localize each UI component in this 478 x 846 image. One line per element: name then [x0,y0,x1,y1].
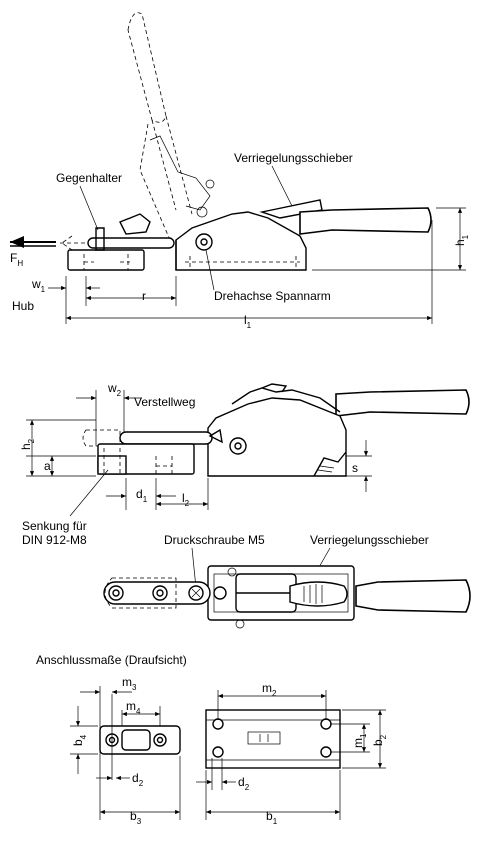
dim-m4: m4 [126,699,141,716]
dim-r: r [142,289,146,303]
lever-grip-raised [127,12,167,123]
label-hub: Hub [12,299,34,313]
label-senkung-1: Senkung für [22,519,87,533]
force-label: FH [10,251,23,268]
view2-side-closed: Verstellweg w2 h2 a d1 l2 s Senkung für … [19,381,470,547]
view4-mounting: Anschlussmaße (Draufsicht) m3 m4 b4 d2 b… [36,653,388,826]
view1-side-open: FH Gegenhalter Verriegelungsschieber Dre… [9,12,470,330]
dim-d1: d1 [136,487,148,504]
dim-b3: b3 [130,809,142,826]
dim-l2: l2 [182,491,190,508]
mounting-title: Anschlussmaße (Draufsicht) [36,653,187,667]
dim-h1: h1 [453,234,470,246]
dim-m3: m3 [122,675,137,692]
handle-grip-2 [335,389,470,417]
dim-d2-a: d2 [132,771,144,788]
label-verriegelungsschieber-2: Verriegelungsschieber [310,533,429,547]
label-drehachse: Drehachse Spannarm [214,289,331,303]
dim-b2: b2 [371,734,388,746]
counter-holder [67,249,145,271]
clamp-body-2 [207,397,347,477]
dim-h2: h2 [19,438,36,450]
dim-b4: b4 [71,734,88,746]
dim-w1: w1 [31,277,46,294]
label-gegenhalter: Gegenhalter [56,171,122,185]
label-verriegelungsschieber: Verriegelungsschieber [234,151,353,165]
dim-b1: b1 [266,809,278,826]
base-plate-top [205,709,341,769]
dim-m1: m1 [351,733,368,748]
plunger-rod [87,237,175,249]
dim-s: s [352,461,358,475]
dim-w2: w2 [107,381,122,398]
dim-m2: m2 [262,681,277,698]
dim-a: a [44,459,51,473]
label-verstellweg: Verstellweg [134,395,195,409]
dim-l1: l1 [244,313,252,330]
view3-top: Druckschraube M5 Verriegelungsschieber [103,533,471,629]
pivot-axis [195,233,213,251]
dim-d2-b: d2 [238,775,250,792]
clamp-body [175,211,307,271]
label-senkung-2: DIN 912-M8 [22,533,87,547]
label-druckschraube: Druckschraube M5 [164,533,265,547]
handle-grip [299,207,432,235]
